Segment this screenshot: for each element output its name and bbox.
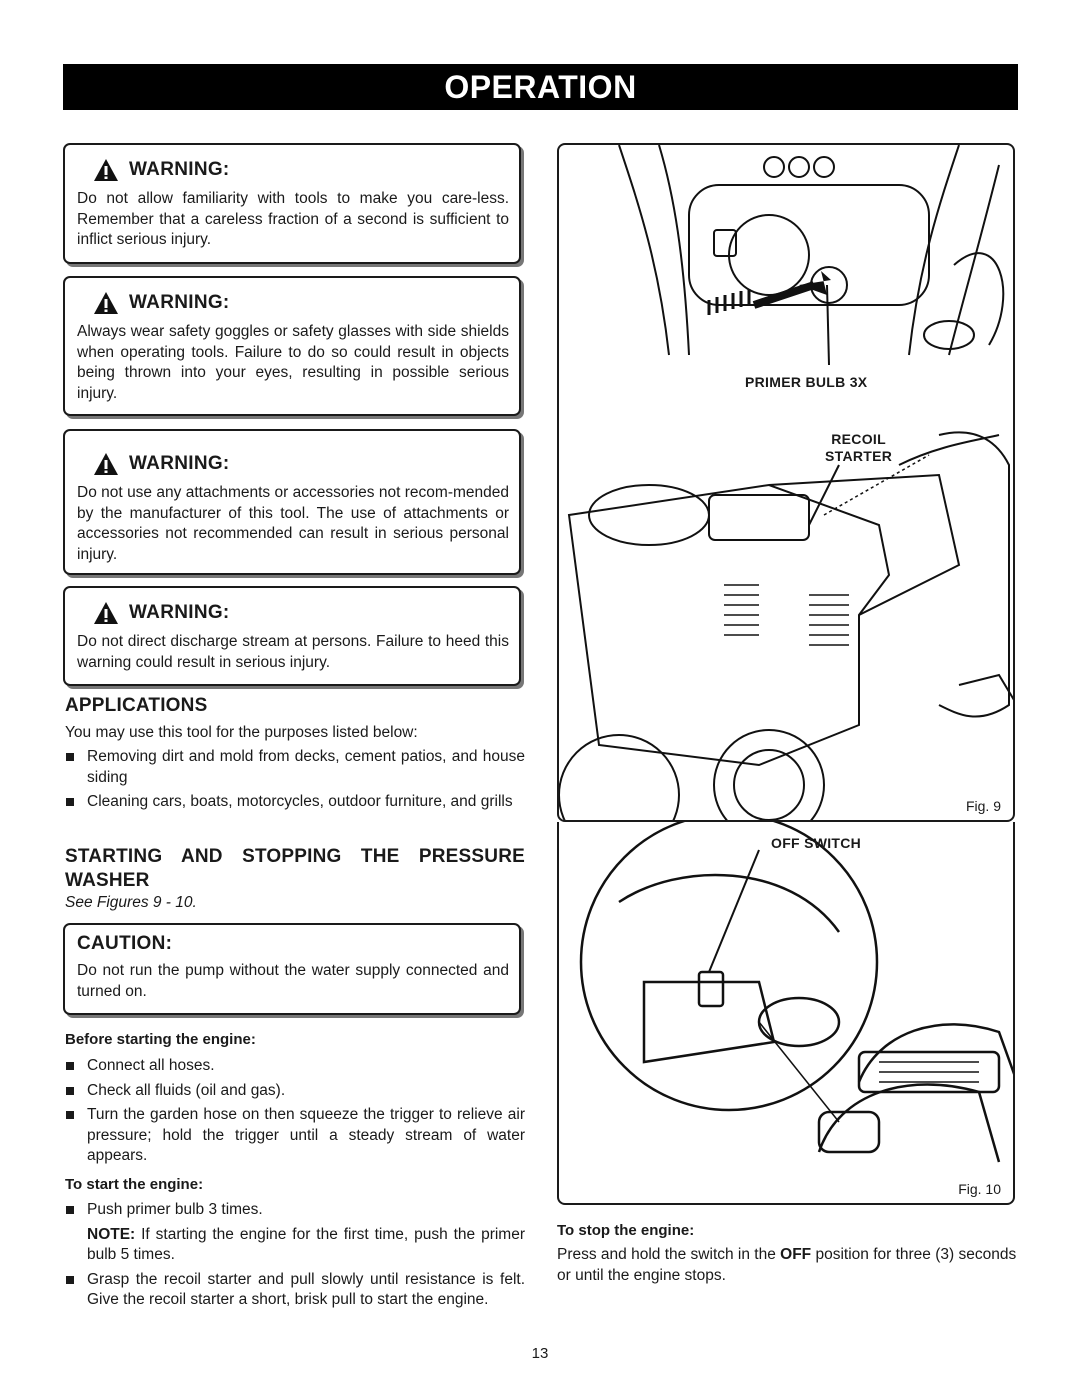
figure-label: Fig. 10: [958, 1181, 1001, 1197]
warning-box-familiarity: WARNING: Do not allow familiarity with t…: [63, 143, 521, 264]
caution-text: Do not run the pump without the water su…: [77, 962, 509, 1000]
warning-box-safety-goggles: WARNING: Always wear safety goggles or s…: [63, 276, 521, 416]
to-stop-heading: To stop the engine:: [557, 1222, 695, 1239]
warning-triangle-icon: [94, 453, 118, 475]
caution-title: CAUTION:: [77, 933, 173, 954]
to-start-list: Push primer bulb 3 times. NOTE: If start…: [65, 1200, 525, 1315]
warning-title: WARNING:: [129, 159, 230, 180]
warning-box-discharge: WARNING: Do not direct discharge stream …: [63, 586, 521, 686]
applications-intro: You may use this tool for the purposes l…: [65, 724, 418, 741]
applications-list: Removing dirt and mold from decks, cemen…: [65, 747, 525, 817]
list-item: Grasp the recoil starter and pull slowly…: [65, 1270, 525, 1311]
list-item: Cleaning cars, boats, motorcycles, outdo…: [65, 792, 525, 813]
callout-line: STARTER: [825, 448, 893, 464]
warning-text: Always wear safety goggles or safety gla…: [77, 323, 509, 402]
before-starting-heading: Before starting the engine:: [65, 1031, 256, 1048]
figure-label: Fig. 9: [965, 798, 1001, 814]
pressure-washer-illustration: [559, 145, 1013, 820]
applications-heading: APPLICATIONS: [65, 695, 208, 716]
primer-bulb-callout: PRIMER BULB 3X: [745, 374, 868, 390]
note-label: NOTE:: [87, 1225, 136, 1243]
warning-text: Do not use any attachments or accessorie…: [77, 484, 509, 563]
to-stop-text: Press and hold the switch in the OFF pos…: [557, 1245, 1019, 1286]
list-item: Removing dirt and mold from decks, cemen…: [65, 747, 525, 788]
note-text: If starting the engine for the first tim…: [87, 1225, 525, 1264]
recoil-starter-callout: RECOIL STARTER: [825, 431, 892, 465]
page-number: 13: [531, 1345, 549, 1362]
off-switch-illustration: [579, 822, 1013, 1163]
off-switch-callout: OFF SWITCH: [771, 835, 862, 851]
warning-title: WARNING:: [129, 602, 230, 623]
warning-triangle-icon: [94, 292, 118, 314]
figure-9: PRIMER BULB 3X RECOIL STARTER Fig. 9: [557, 143, 1015, 822]
warning-title: WARNING:: [129, 292, 230, 313]
to-start-heading: To start the engine:: [65, 1176, 204, 1193]
list-item: Push primer bulb 3 times.: [65, 1200, 525, 1221]
starting-heading: STARTING AND STOPPING THE PRESSURE WASHE…: [65, 846, 525, 891]
off-label: OFF: [780, 1246, 812, 1263]
warning-triangle-icon: [94, 159, 118, 181]
list-item: Connect all hoses.: [65, 1056, 525, 1077]
see-figures: See Figures 9 - 10.: [65, 894, 197, 911]
to-stop-text-before: Press and hold the switch in the: [557, 1246, 781, 1263]
note-item: NOTE: If starting the engine for the fir…: [65, 1225, 525, 1266]
callout-line: RECOIL: [831, 431, 886, 447]
warning-triangle-icon: [94, 602, 118, 624]
caution-box: CAUTION: Do not run the pump without the…: [63, 923, 521, 1015]
list-item: Check all fluids (oil and gas).: [65, 1081, 525, 1102]
warning-text: Do not direct discharge stream at person…: [77, 633, 509, 671]
warning-title: WARNING:: [129, 453, 230, 474]
to-stop-text-after: position for three (3) seconds or until …: [557, 1246, 1017, 1284]
list-item: Turn the garden hose on then squeeze the…: [65, 1105, 525, 1167]
before-starting-list: Connect all hoses. Check all fluids (oil…: [65, 1056, 525, 1171]
figure-10: OFF SWITCH Fig. 10: [557, 822, 1015, 1205]
warning-box-attachments: WARNING: Do not use any attachments or a…: [63, 429, 521, 575]
warning-text: Do not allow familiarity with tools to m…: [77, 190, 509, 248]
section-banner: OPERATION: [63, 64, 1018, 110]
